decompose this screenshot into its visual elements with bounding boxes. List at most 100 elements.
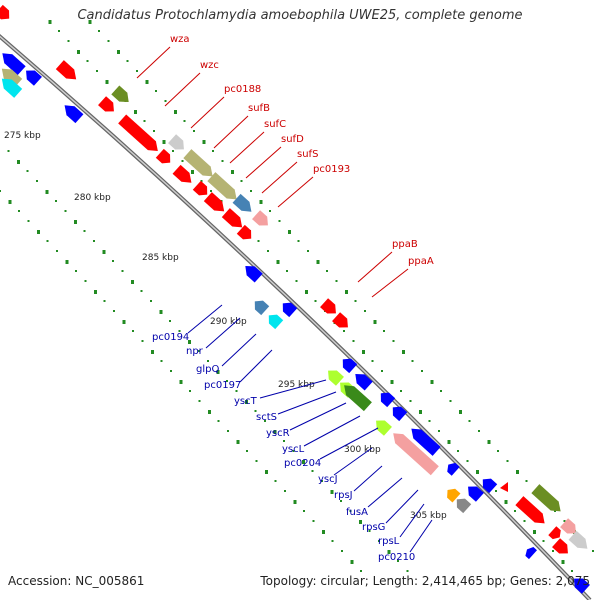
gene-rev-orange [447, 488, 461, 503]
tick-label-280: 280 kbp [74, 193, 111, 203]
gene-rev-gray [456, 498, 472, 514]
gc-dot [74, 220, 77, 224]
gc-dot [264, 420, 266, 422]
gene-rev-cyan2 [268, 314, 284, 330]
gc-dot [240, 180, 243, 182]
gc-dot [267, 250, 269, 252]
gc-dot [495, 490, 497, 492]
gene-rev-lime [328, 370, 344, 386]
gc-dot [227, 430, 229, 432]
gc-dot [561, 560, 565, 564]
gc-dot [552, 550, 554, 552]
gene-far-a [515, 496, 545, 524]
gc-dot [67, 40, 70, 42]
gc-dot [314, 300, 317, 302]
gc-dot [430, 380, 434, 384]
gc-dot [140, 290, 143, 292]
gc-dot [56, 250, 58, 252]
gene-red-f [221, 208, 243, 228]
gene-label-wza: wza [170, 34, 190, 45]
leader-yscJ [333, 447, 373, 476]
gene-far-red2 [548, 526, 561, 540]
gc-dot [571, 570, 573, 572]
gc-dot [188, 340, 191, 344]
gene-rev-n [525, 547, 537, 560]
gc-dot [293, 500, 297, 504]
gc-dot [340, 500, 342, 502]
gc-dot [221, 160, 224, 162]
gc-dot [236, 440, 240, 444]
gc-dot [352, 340, 355, 342]
reverse-gene-labels: pc0194 npr glpQ pc0197 yscT sctS yscR ys… [152, 304, 433, 563]
gc-dot [478, 430, 480, 432]
gc-dot [592, 550, 594, 552]
leader-sufD [245, 146, 282, 179]
gene-label-pc0210: pc0210 [378, 552, 415, 563]
gc-dot [307, 250, 309, 252]
gc-dot [94, 290, 97, 294]
gene-red-d [192, 180, 208, 196]
tick-label-305: 305 kbp [410, 511, 447, 521]
gc-dot [162, 140, 166, 144]
leader-npr [205, 317, 241, 349]
gc-dot [487, 440, 491, 444]
gc-dot [207, 360, 209, 362]
gene-label-rpsG: rpsG [362, 522, 385, 533]
gc-dot [514, 510, 516, 512]
gene-rev-e [282, 302, 298, 318]
gene-label-sufD: sufD [281, 134, 304, 145]
gene-wzc-block [111, 85, 129, 103]
gc-dot [217, 420, 220, 422]
gc-dot [174, 110, 177, 114]
gc-dot [406, 570, 409, 572]
gc-dot [84, 280, 87, 282]
gc-dot [326, 270, 328, 272]
gc-dot [312, 520, 315, 522]
gc-dot [226, 380, 228, 382]
gc-dot [440, 390, 442, 392]
gc-dot [286, 270, 288, 272]
gc-dot [48, 20, 52, 24]
gene-far-olive [531, 484, 561, 512]
gc-dot [250, 190, 252, 192]
leader-fusA [367, 477, 403, 508]
gc-dot [208, 410, 211, 414]
gc-dot [331, 540, 334, 542]
leader-sufB [213, 115, 249, 149]
tick-label-275: 275 kbp [4, 131, 41, 141]
gc-dot [428, 420, 431, 422]
gene-rev-olive [1, 68, 23, 88]
gc-dot [103, 300, 106, 302]
gene-rev-o [574, 578, 590, 594]
leader-rpsG [385, 489, 419, 524]
gc-dot [316, 260, 320, 264]
gc-dot [65, 260, 69, 264]
genome-backbone-highlight [0, 35, 591, 600]
tick-label-290: 290 kbp [210, 317, 247, 327]
gc-dot [150, 300, 152, 302]
gc-dot [265, 470, 268, 474]
gc-dot [421, 370, 423, 372]
gc-dot [497, 450, 499, 452]
gc-dot [126, 60, 129, 62]
gene-label-pc0188: pc0188 [224, 84, 261, 95]
gc-dot [136, 70, 138, 72]
gene-rev-steel [254, 300, 270, 316]
gc-dot [457, 450, 459, 452]
gc-dot [257, 240, 260, 242]
gene-far-b [560, 518, 576, 534]
gc-dot [276, 260, 280, 264]
leader-rpsJ [353, 465, 383, 492]
gc-dot [273, 430, 277, 434]
gene-red-long [118, 114, 158, 152]
gc-dot [295, 280, 298, 282]
leader-yscL [303, 415, 361, 447]
tick-label-300: 300 kbp [344, 445, 381, 455]
gc-dot [516, 470, 519, 474]
leader-wza [136, 46, 171, 79]
gc-dot [381, 370, 383, 372]
gc-dot [274, 480, 277, 482]
gc-dot [506, 460, 509, 462]
gene-label-rpsJ: rpsJ [334, 490, 353, 501]
